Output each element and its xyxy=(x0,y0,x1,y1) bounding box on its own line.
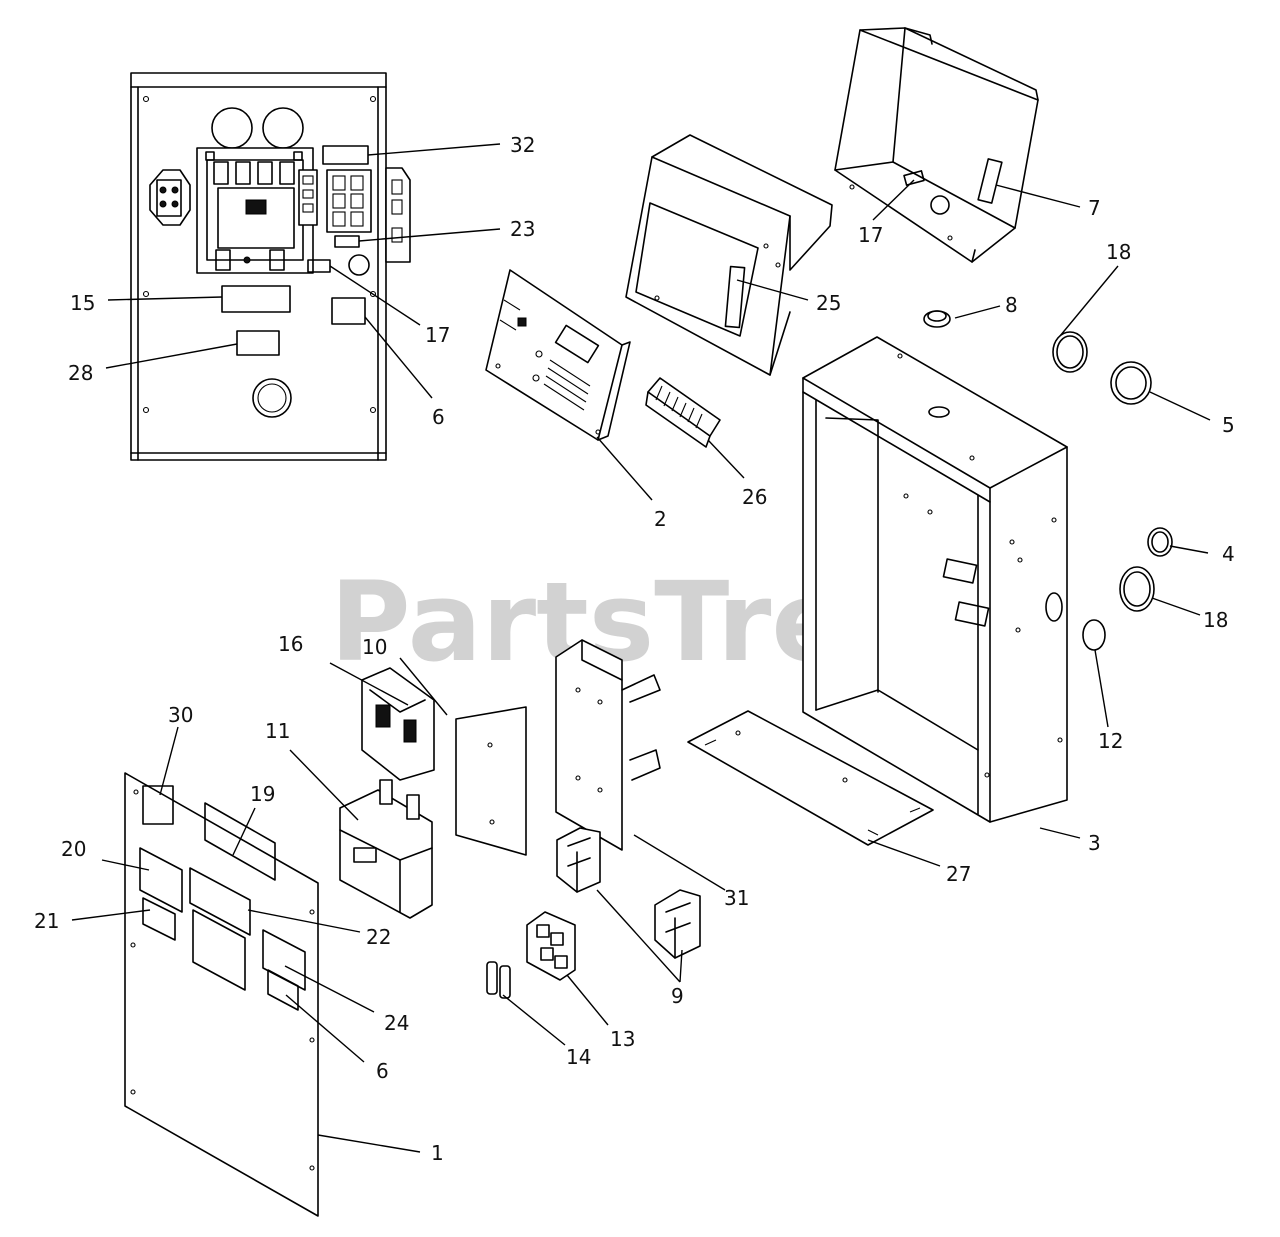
relay-16 xyxy=(361,667,435,781)
ring-18-top xyxy=(1052,331,1088,373)
callout-11: 11 xyxy=(265,719,290,743)
callout-18-top: 18 xyxy=(1106,240,1131,264)
callout-3: 3 xyxy=(1088,831,1101,855)
callout-17-cover: 17 xyxy=(858,223,883,247)
callout-32: 32 xyxy=(510,133,535,157)
callout-numbers: 32 23 15 17 28 6 2 26 25 7 17 8 18 5 4 1… xyxy=(34,133,1235,1165)
enclosure-cover xyxy=(834,27,1039,263)
contactor-11 xyxy=(339,779,433,919)
fuses-14 xyxy=(486,961,511,999)
callout-22: 22 xyxy=(366,925,391,949)
callout-16: 16 xyxy=(278,632,303,656)
callout-23: 23 xyxy=(510,217,535,241)
callout-4: 4 xyxy=(1222,542,1235,566)
callout-28: 28 xyxy=(68,361,93,385)
bottom-plate xyxy=(687,710,934,846)
callout-21: 21 xyxy=(34,909,59,933)
decal-6-panel xyxy=(267,969,299,1011)
decal-20 xyxy=(139,847,183,913)
callout-12: 12 xyxy=(1098,729,1123,753)
callout-25: 25 xyxy=(816,291,841,315)
callout-2: 2 xyxy=(654,507,667,531)
fuse-block-13 xyxy=(526,911,576,981)
callout-20: 20 xyxy=(61,837,86,861)
ring-18-bottom xyxy=(1119,566,1155,612)
insulator-sheet xyxy=(455,706,527,856)
plug-12 xyxy=(1082,619,1106,651)
inner-knockout xyxy=(252,378,292,418)
bushing-4 xyxy=(1147,527,1173,557)
controller-module xyxy=(485,269,631,441)
decal-6-inner xyxy=(331,297,366,325)
fuse-holder-9b xyxy=(654,889,701,959)
mounting-bracket-31 xyxy=(555,639,661,851)
callout-14: 14 xyxy=(566,1045,591,1069)
callout-8: 8 xyxy=(1005,293,1018,317)
callout-18-bottom: 18 xyxy=(1203,608,1228,632)
decal-28 xyxy=(236,330,280,356)
front-panel xyxy=(124,772,319,1217)
callout-1: 1 xyxy=(431,1141,444,1165)
callout-19: 19 xyxy=(250,782,275,806)
callout-17-inner: 17 xyxy=(425,323,450,347)
panel-window xyxy=(192,909,246,991)
side-connector xyxy=(385,167,411,263)
decal-24 xyxy=(262,929,306,991)
callout-31: 31 xyxy=(724,886,749,910)
bushing-8 xyxy=(923,310,951,328)
mounting-bracket-25 xyxy=(625,134,833,376)
terminal-strip xyxy=(645,377,721,448)
callout-10: 10 xyxy=(362,635,387,659)
callout-15: 15 xyxy=(70,291,95,315)
fuse-terminal-block xyxy=(326,169,372,233)
decal-22 xyxy=(189,867,251,936)
fuse-holder-9a xyxy=(556,827,601,893)
decal-23 xyxy=(334,235,360,248)
callout-27: 27 xyxy=(946,862,971,886)
decal-15 xyxy=(221,285,291,313)
callout-6-inner: 6 xyxy=(432,405,445,429)
decal-21 xyxy=(142,897,176,941)
callout-30: 30 xyxy=(168,703,193,727)
leader-lines xyxy=(71,143,1211,1153)
inner-panel-assembly xyxy=(130,72,411,461)
decal-30 xyxy=(142,785,174,825)
callout-6-panel: 6 xyxy=(376,1059,389,1083)
callout-7: 7 xyxy=(1088,196,1101,220)
callout-13: 13 xyxy=(610,1027,635,1051)
callout-24: 24 xyxy=(384,1011,409,1035)
callout-5: 5 xyxy=(1222,413,1235,437)
decal-19 xyxy=(204,802,276,881)
neutral-terminal-block xyxy=(149,169,191,226)
callout-9: 9 xyxy=(671,984,684,1008)
callout-26: 26 xyxy=(742,485,767,509)
main-enclosure xyxy=(802,336,1068,823)
transfer-switch xyxy=(196,147,314,274)
ring-5 xyxy=(1110,361,1152,405)
